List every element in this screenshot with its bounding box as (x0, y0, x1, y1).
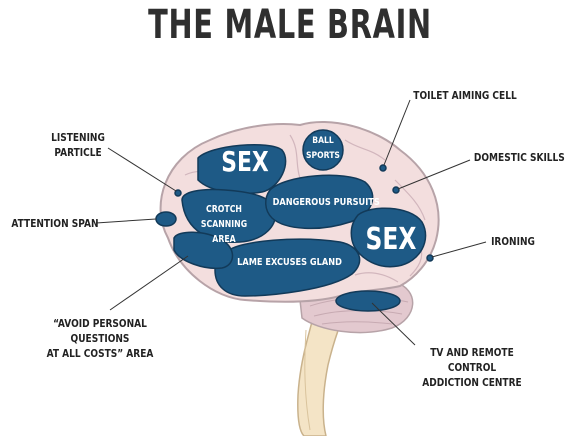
label-listening-particle: LISTENING PARTICLE (37, 130, 119, 160)
label-domestic-skills: DOMESTIC SKILLS (473, 151, 565, 164)
region-toilet-aiming (379, 164, 387, 172)
pointer-avoid (109, 255, 189, 311)
region-listening-particle (174, 189, 182, 197)
region-label-ball-sports: BALL SPORTS (306, 134, 340, 164)
listening-particle-text: LISTENING PARTICLE (51, 131, 105, 159)
region-sex-right (350, 207, 427, 268)
region-label-sex-top: SEX (221, 145, 269, 178)
region-lame-excuses (214, 238, 361, 297)
pointer-toilet (383, 99, 411, 166)
region-label-lame-excuses: LAME EXCUSES GLAND (237, 257, 342, 268)
label-attention-span: ATTENTION SPAN (11, 217, 99, 230)
region-tv-remote (335, 290, 401, 312)
pointer-domestic (397, 159, 471, 190)
pointer-listening (107, 147, 177, 192)
label-avoid-questions: “AVOID PERSONAL QUESTIONS AT ALL COSTS” … (30, 316, 169, 361)
pointer-attention (95, 218, 157, 224)
label-tv-remote: TV AND REMOTE CONTROL ADDICTION CENTRE (406, 345, 537, 390)
ball-sports-text: BALL SPORTS (306, 136, 340, 161)
tv-remote-text: TV AND REMOTE CONTROL ADDICTION CENTRE (422, 346, 522, 389)
region-attention-span (155, 211, 177, 227)
label-toilet-aiming: TOILET AIMING CELL (413, 89, 517, 102)
region-ironing (426, 254, 434, 262)
region-avoid-questions (173, 231, 234, 270)
avoid-questions-text: “AVOID PERSONAL QUESTIONS AT ALL COSTS” … (46, 317, 154, 360)
label-ironing: IRONING (491, 235, 535, 248)
crotch-scanning-text: CROTCH SCANNING AREA (200, 204, 248, 245)
pointer-tv (371, 302, 416, 346)
region-ball-sports (302, 129, 344, 171)
region-domestic-skills (392, 186, 400, 194)
page-title: THE MALE BRAIN (148, 2, 432, 48)
brain-stem (297, 299, 352, 436)
region-dangerous-pursuits (265, 174, 374, 230)
region-label-dangerous-pursuits: DANGEROUS PURSUITS (272, 197, 380, 208)
region-label-sex-right: SEX (365, 222, 417, 257)
region-label-crotch-scanning: CROTCH SCANNING AREA (185, 202, 264, 247)
pointer-ironing (431, 241, 487, 258)
